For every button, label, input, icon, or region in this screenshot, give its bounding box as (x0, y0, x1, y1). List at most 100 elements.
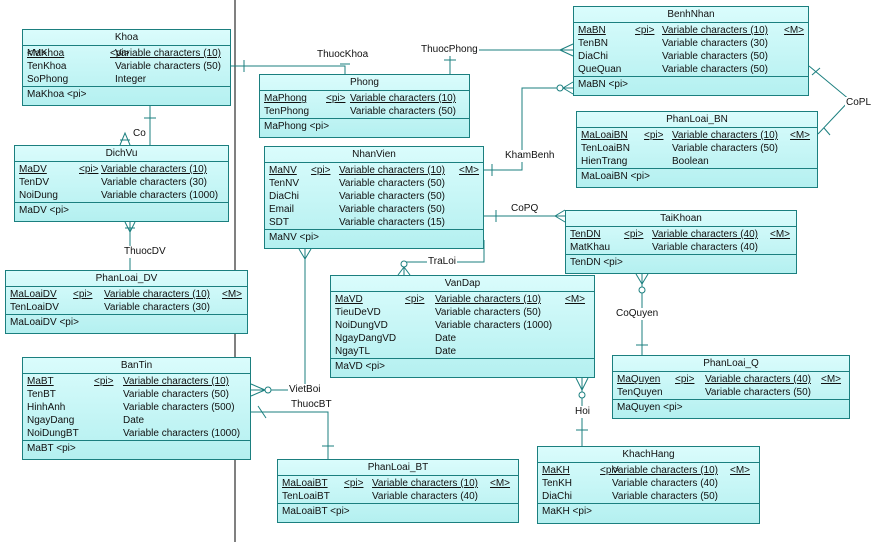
attribute-type: Variable characters (40) (652, 229, 758, 240)
entity-identifier: MaLoaiDV <pi> (10, 317, 79, 328)
attribute-name: SDT (269, 217, 289, 228)
attribute-pi: <pi> (110, 48, 130, 59)
attribute-row: TenDN<pi>Variable characters (40)<M> (570, 228, 792, 241)
attribute-mark: <M> (459, 165, 480, 176)
entity-attributes: MaBN<pi>Variable characters (10)<M>TenBN… (574, 23, 808, 77)
entity-identifier: MaLoaiBT <pi> (282, 506, 350, 517)
attribute-name: TenNV (269, 178, 300, 189)
attribute-row: NoiDungVD Variable characters (1000) (335, 319, 590, 332)
attribute-type: Variable characters (500) (123, 402, 235, 413)
attribute-name: HinhAnh (27, 402, 66, 413)
attribute-row: TenNV Variable characters (50) (269, 177, 479, 190)
entity-title: Khoa (23, 30, 230, 46)
attribute-name: NgayDangVD (335, 333, 397, 344)
attribute-type: Variable characters (1000) (435, 320, 553, 331)
attribute-row: MaKH<pi>Variable characters (10)<M> (542, 464, 755, 477)
link-vietboi (251, 249, 306, 391)
entity-title: BenhNhan (574, 7, 808, 23)
entity-title: PhanLoai_Q (613, 356, 849, 372)
attribute-mark: <M> (490, 478, 511, 489)
attribute-pi: <pi> (635, 25, 655, 36)
attribute-name: NgayTL (335, 346, 371, 357)
rel-label-copl: CoPL (845, 97, 873, 109)
attribute-type: Variable characters (10) (101, 164, 207, 175)
attribute-type: Variable characters (1000) (101, 190, 219, 201)
attribute-row: MaNV<pi>Variable characters (10)<M> (269, 164, 479, 177)
attribute-row: MaLoaiBT<pi>Variable characters (10)<M> (282, 477, 514, 490)
attribute-name: TenLoaiDV (10, 302, 59, 313)
entity-attributes: MaNV<pi>Variable characters (10)<M>TenNV… (265, 163, 483, 230)
entity-identifier: MaKH <pi> (542, 506, 593, 517)
entity-identifier: MaNV <pi> (269, 232, 320, 243)
attribute-pi: <pi> (73, 289, 93, 300)
entity-title: NhanVien (265, 147, 483, 163)
attribute-type: Variable characters (40) (612, 478, 718, 489)
attribute-row: MaDV<pi>Variable characters (10) (19, 163, 224, 176)
attribute-type: Variable characters (50) (123, 389, 229, 400)
attribute-name: MaKhoa (27, 48, 65, 59)
attribute-type: Variable characters (50) (662, 64, 768, 75)
entity-attributes: MaLoaiBT<pi>Variable characters (10)<M>T… (278, 476, 518, 504)
attribute-type: Variable characters (10) (672, 130, 778, 141)
attribute-mark: <M> (730, 465, 751, 476)
entity-attributes: MaKH<pi>Variable characters (10)<M>TenKH… (538, 463, 759, 504)
attribute-name: MaKH (542, 465, 570, 476)
attribute-type: Variable characters (50) (705, 387, 811, 398)
rel-label-coquyen: CoQuyen (615, 308, 660, 320)
entity-title: BanTin (23, 358, 250, 374)
attribute-pi: <pi> (624, 229, 644, 240)
attribute-type: Variable characters (50) (339, 191, 445, 202)
attribute-type: Variable characters (10) (435, 294, 541, 305)
attribute-name: MaNV (269, 165, 297, 176)
attribute-name: NoiDungVD (335, 320, 388, 331)
attribute-name: TenDV (19, 177, 50, 188)
attribute-row: MaQuyen<pi>Variable characters (40)<M> (617, 373, 845, 386)
rel-label-co: Co (132, 128, 147, 140)
attribute-type: Variable characters (40) (652, 242, 758, 253)
rel-label-thuocdv: ThuocDV (123, 246, 167, 258)
entity-identifier: MaBN <pi> (578, 79, 629, 90)
attribute-mark: <M> (565, 294, 586, 305)
entity-title: Phong (260, 75, 469, 91)
attribute-type: Variable characters (1000) (123, 428, 241, 439)
attribute-row: MaBT<pi>Variable characters (10) (27, 375, 246, 388)
attribute-name: DiaChi (578, 51, 609, 62)
entity-title: PhanLoai_BT (278, 460, 518, 476)
attribute-name: DiaChi (542, 491, 573, 502)
attribute-type: Variable characters (10) (123, 376, 229, 387)
attribute-name: MaVD (335, 294, 363, 305)
attribute-type: Variable characters (30) (101, 177, 207, 188)
attribute-type: Variable characters (50) (339, 204, 445, 215)
attribute-name: MaLoaiDV (10, 289, 57, 300)
attribute-type: Variable characters (50) (339, 178, 445, 189)
attribute-row: TenDV Variable characters (30) (19, 176, 224, 189)
